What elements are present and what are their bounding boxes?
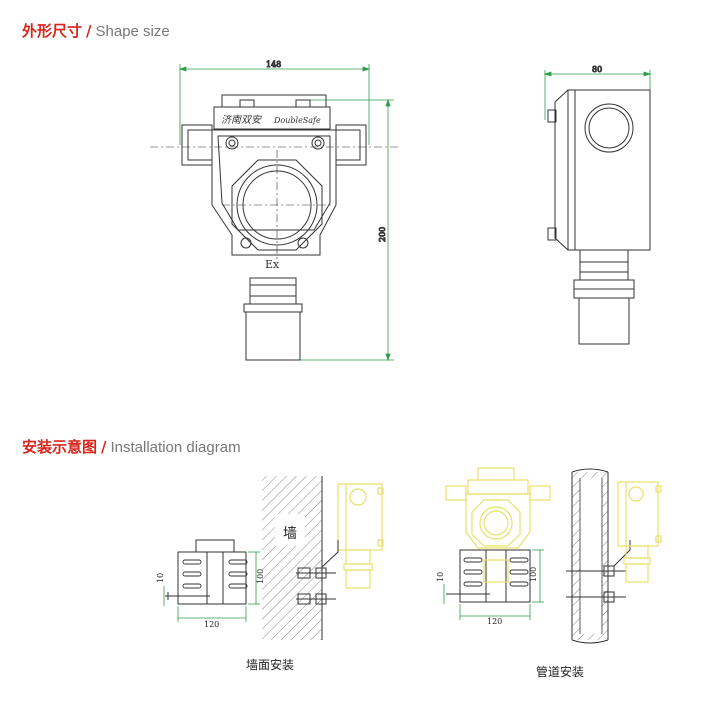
shape-size-title-cn: 外形尺寸 xyxy=(22,22,83,40)
brand-en-text: DoubleSafe xyxy=(273,116,321,125)
ex-mark-text: Ex xyxy=(265,258,280,271)
installation-title-en: Installation diagram xyxy=(110,439,241,456)
brand-cn-text: 济南双安 xyxy=(221,114,262,126)
pipe-small-label: 10 xyxy=(436,572,445,582)
side-width-label: 80 xyxy=(592,65,602,74)
pipe-installation-drawing: 120 100 10 xyxy=(436,467,662,644)
heading-separator: / xyxy=(86,22,92,40)
side-width-dimension xyxy=(543,70,652,120)
installation-heading: 安装示意图/Installation diagram xyxy=(22,436,241,457)
wall-width-label: 120 xyxy=(204,620,219,629)
wall-small-label: 10 xyxy=(156,573,165,583)
front-width-dimension xyxy=(178,64,371,145)
wall-install-caption: 墙面安装 xyxy=(246,658,295,672)
pipe-width-label: 120 xyxy=(487,617,502,626)
shape-size-title-en: Shape size xyxy=(95,23,170,40)
pipe-height-label: 100 xyxy=(529,567,538,582)
front-height-label: 200 xyxy=(378,227,387,242)
wall-height-label: 100 xyxy=(256,569,265,584)
side-view-drawing: 80 xyxy=(543,65,652,345)
installation-title-cn: 安装示意图 xyxy=(22,438,98,456)
pipe-install-caption: 管道安装 xyxy=(536,665,585,679)
front-width-label: 148 xyxy=(266,60,281,69)
wall-label: 墙 xyxy=(283,526,297,542)
heading-separator: / xyxy=(101,438,107,456)
front-height-dimension xyxy=(300,98,394,362)
shape-size-heading: 外形尺寸/Shape size xyxy=(22,20,170,41)
wall-installation-drawing: 120 100 10 xyxy=(156,476,384,640)
front-view-drawing: 148 200 济南双安 DoubleSafe xyxy=(150,60,400,362)
